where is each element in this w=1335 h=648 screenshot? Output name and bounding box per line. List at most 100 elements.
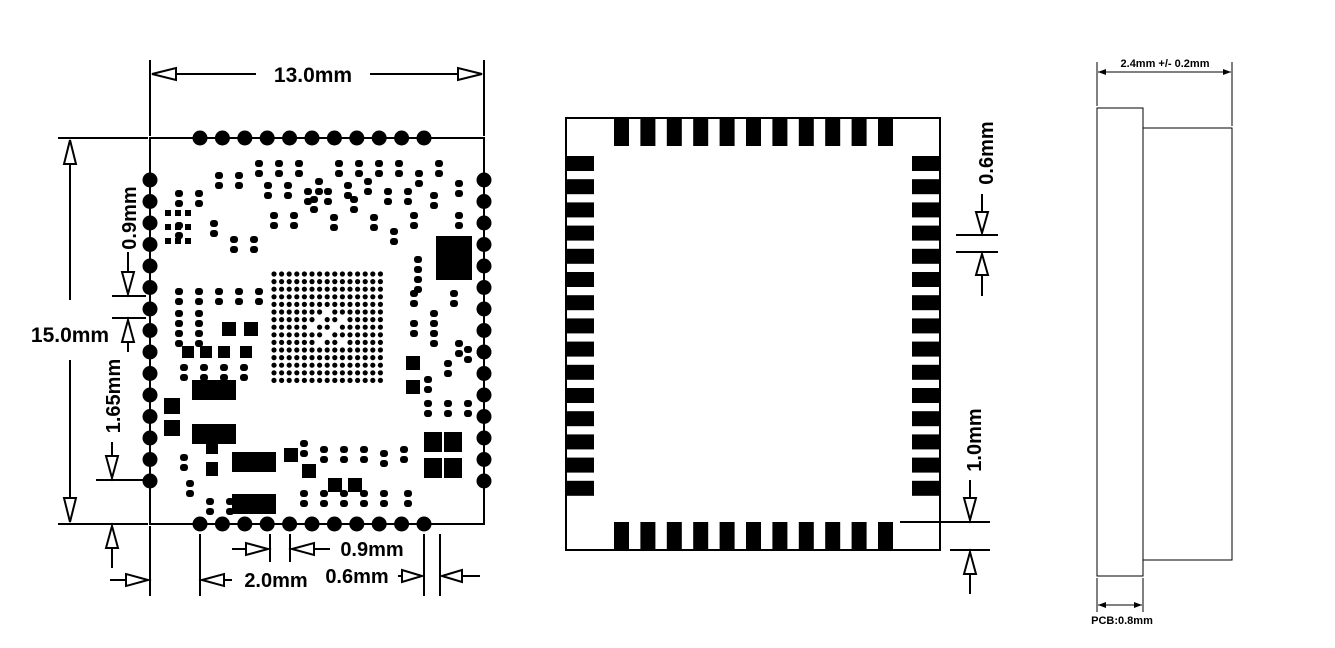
- passive-pad: [186, 480, 194, 487]
- castellated-pad: [192, 130, 208, 146]
- module-pad-right: [912, 248, 940, 264]
- bga-ball: [339, 301, 345, 307]
- passive-pad: [270, 212, 278, 219]
- castellated-pad: [282, 130, 298, 146]
- passive-pad: [455, 222, 463, 229]
- module-pad-right: [912, 295, 940, 311]
- passive-pad: [295, 170, 303, 177]
- castellated-pad: [237, 516, 253, 532]
- bga-ball: [279, 339, 285, 345]
- bga-ball: [317, 309, 323, 315]
- bga-ball: [324, 347, 330, 353]
- passive-pad: [340, 456, 348, 463]
- smd-footprint: [164, 398, 180, 414]
- bga-ball: [309, 301, 315, 307]
- passive-pad: [390, 228, 398, 235]
- passive-pad: [255, 298, 263, 305]
- passive-pad: [230, 236, 238, 243]
- bga-ball: [271, 370, 277, 376]
- castellated-pad: [476, 323, 492, 338]
- castellated-pad: [214, 516, 230, 532]
- bga-ball: [317, 355, 323, 361]
- bga-ball: [347, 362, 353, 368]
- bga-ball: [355, 370, 361, 376]
- smd-footprint: [182, 346, 194, 358]
- passive-pad: [395, 160, 403, 167]
- bga-ball: [294, 317, 300, 323]
- bga-ball: [332, 301, 338, 307]
- passive-pad: [220, 374, 228, 381]
- smd-footprint: [436, 236, 472, 280]
- bga-ball: [317, 279, 323, 285]
- smd-footprint: [192, 380, 236, 400]
- bga-ball: [324, 301, 330, 307]
- passive-pad: [444, 360, 452, 367]
- bga-ball: [332, 362, 338, 368]
- passive-pad: [226, 498, 234, 505]
- passive-pad: [300, 440, 308, 447]
- passive-pad: [195, 320, 203, 327]
- castellated-pad: [394, 130, 410, 146]
- passive-pad: [175, 232, 183, 239]
- bga-ball: [339, 324, 345, 330]
- bga-ball: [377, 370, 383, 376]
- side-view: 2.4mm +/- 0.2mm PCB:0.8mm: [1091, 58, 1233, 627]
- smd-footprint: [200, 346, 212, 358]
- bga-ball: [377, 286, 383, 292]
- smd-footprint: [424, 432, 442, 452]
- bga-ball: [347, 324, 353, 330]
- castellated-pad: [476, 366, 492, 381]
- passive-pad: [430, 192, 438, 199]
- module-pad-bottom: [746, 522, 761, 550]
- module-pad-left: [566, 248, 594, 264]
- castellated-pad: [142, 473, 158, 489]
- bga-ball: [355, 347, 361, 353]
- passive-pad: [450, 300, 458, 307]
- bga-ball: [279, 377, 285, 383]
- left-edge-label: 1.65mm: [103, 359, 125, 434]
- passive-pad: [404, 198, 412, 205]
- castellated-pad: [259, 516, 275, 532]
- castellated-pad: [142, 301, 158, 317]
- passive-pad: [324, 198, 332, 205]
- bga-ball: [301, 279, 307, 285]
- passive-pad: [235, 172, 243, 179]
- smd-footprint: [424, 458, 442, 478]
- passive-pad: [180, 374, 188, 381]
- bga-ball: [362, 271, 368, 277]
- castellated-pad: [476, 387, 492, 403]
- bga-ball: [370, 370, 376, 376]
- bga-ball: [301, 377, 307, 383]
- castellated-pad: [142, 452, 158, 467]
- bga-ball: [324, 355, 330, 361]
- left-pitch-label: 0.9mm: [119, 186, 141, 249]
- passive-pad: [300, 450, 308, 457]
- module-pad-left: [566, 457, 594, 473]
- passive-pad: [444, 370, 452, 377]
- passive-pad: [255, 288, 263, 295]
- passive-pad: [414, 266, 422, 273]
- bga-ball: [294, 286, 300, 292]
- bga-ball: [279, 317, 285, 323]
- bga-ball: [370, 324, 376, 330]
- passive-pad: [320, 500, 328, 507]
- bga-ball: [294, 362, 300, 368]
- bga-ball: [286, 332, 292, 338]
- passive-pad: [284, 182, 292, 189]
- bga-ball: [324, 271, 330, 277]
- bga-ball: [286, 370, 292, 376]
- castellated-pad: [476, 172, 492, 188]
- module-pad-right: [912, 411, 940, 427]
- bga-ball: [286, 362, 292, 368]
- bga-ball: [279, 362, 285, 368]
- small-pad: [165, 224, 171, 230]
- bga-ball: [339, 362, 345, 368]
- passive-pad: [320, 446, 328, 453]
- smd-footprint: [218, 346, 230, 358]
- passive-pad: [435, 170, 443, 177]
- bga-ball: [370, 339, 376, 345]
- module-pad-left: [566, 364, 594, 380]
- bga-ball: [294, 355, 300, 361]
- castellated-pad: [476, 258, 492, 274]
- bga-ball: [286, 347, 292, 353]
